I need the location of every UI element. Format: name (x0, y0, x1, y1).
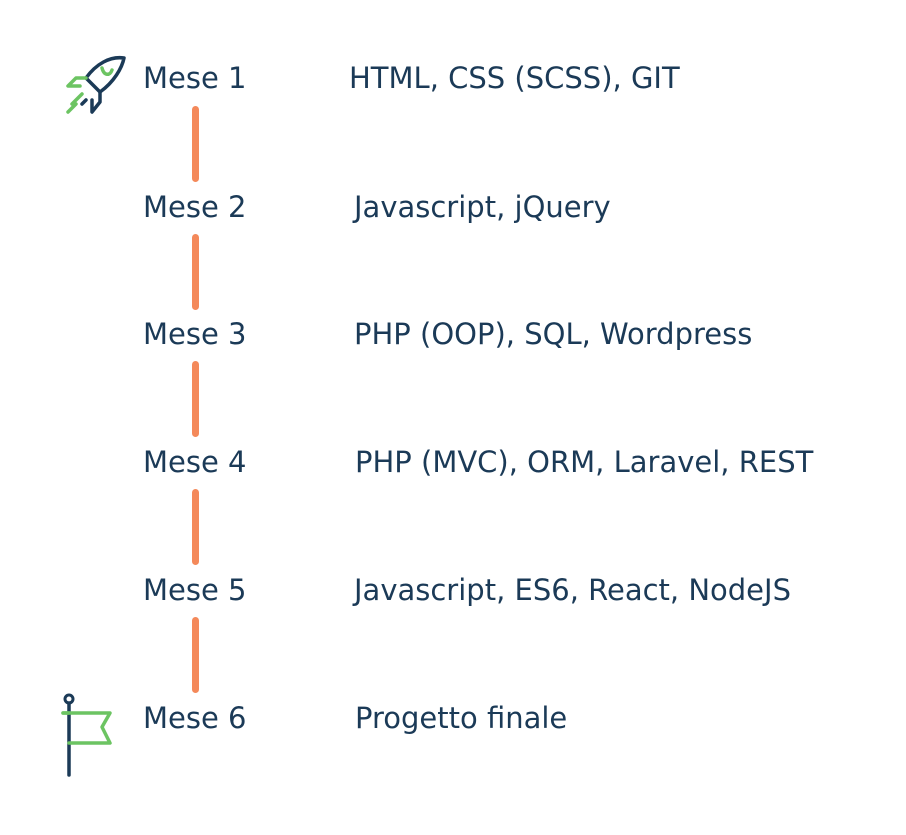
flag-icon (58, 693, 118, 779)
step-month: Mese 5 (143, 573, 247, 607)
step-topics: HTML, CSS (SCSS), GIT (349, 61, 680, 95)
step-month: Mese 3 (143, 317, 247, 351)
timeline-connector (192, 617, 199, 693)
step-topics: PHP (MVC), ORM, Laravel, REST (355, 445, 814, 479)
step-month: Mese 1 (143, 61, 247, 95)
step-month: Mese 2 (143, 190, 247, 224)
step-month: Mese 6 (143, 701, 247, 735)
timeline-connector (192, 489, 199, 565)
timeline-connector (192, 106, 199, 182)
timeline-step: Mese 5 Javascript, ES6, React, NodeJS (0, 566, 906, 614)
step-topics: Progetto finale (355, 701, 568, 735)
timeline-step: Mese 1 HTML, CSS (SCSS), GIT (0, 54, 906, 102)
timeline-step: Mese 2 Javascript, jQuery (0, 183, 906, 231)
step-topics: PHP (OOP), SQL, Wordpress (354, 317, 753, 351)
step-month: Mese 4 (143, 445, 247, 479)
timeline-step: Mese 4 PHP (MVC), ORM, Laravel, REST (0, 438, 906, 486)
step-topics: Javascript, ES6, React, NodeJS (354, 573, 791, 607)
timeline-connector (192, 234, 199, 310)
timeline-connector (192, 361, 199, 437)
rocket-icon (60, 54, 130, 118)
timeline-step: Mese 3 PHP (OOP), SQL, Wordpress (0, 310, 906, 358)
timeline-step: Mese 6 Progetto finale (0, 694, 906, 742)
step-topics: Javascript, jQuery (354, 190, 611, 224)
